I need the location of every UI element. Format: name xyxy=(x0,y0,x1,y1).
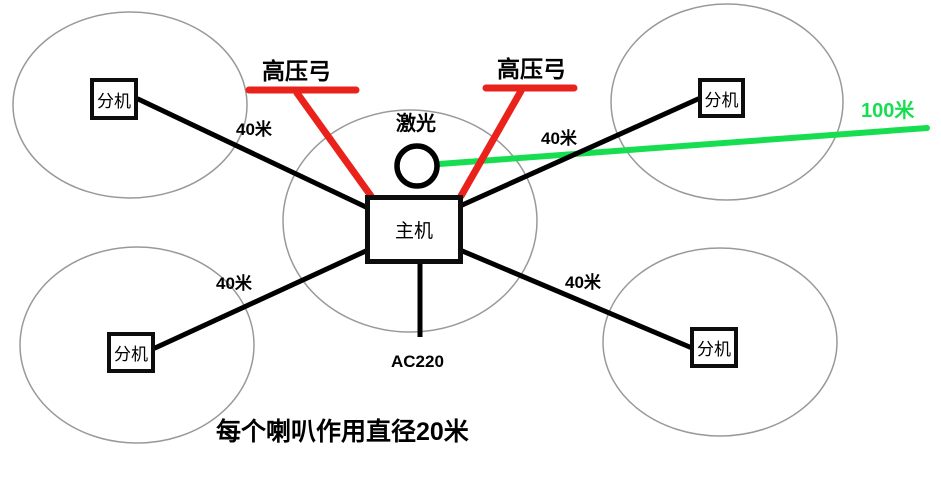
extension-box-bottom-left: 分机 xyxy=(107,332,155,373)
main-unit-box: 主机 xyxy=(365,195,463,264)
extension-label: 分机 xyxy=(97,91,131,111)
coverage-ellipse-bottom-right xyxy=(602,247,838,437)
main-unit-label: 主机 xyxy=(394,221,433,242)
coverage-ellipse-center xyxy=(282,109,538,333)
high-voltage-pointer-right xyxy=(457,87,525,200)
extension-box-bottom-right: 分机 xyxy=(690,327,738,368)
high-voltage-pointer-left xyxy=(293,89,375,200)
distance-label-bottom-right: 40米 xyxy=(565,273,601,292)
range-label-100m: 100米 xyxy=(861,100,915,122)
cable-top-left xyxy=(135,96,371,211)
extension-box-top-right: 分机 xyxy=(698,78,745,118)
cable-top-right xyxy=(457,96,701,209)
high-voltage-label-left: 高压弓 xyxy=(262,58,331,84)
caption-text: 每个喇叭作用直径20米 xyxy=(216,418,469,446)
extension-label: 分机 xyxy=(704,90,739,110)
distance-label-top-right: 40米 xyxy=(541,129,577,148)
coverage-ellipse-top-right xyxy=(610,3,844,201)
cable-bottom-left xyxy=(152,247,371,351)
coverage-ellipse-top-left xyxy=(12,11,248,199)
laser-range-line xyxy=(436,125,930,167)
extension-label: 分机 xyxy=(697,340,731,359)
extension-box-top-left: 分机 xyxy=(90,78,138,120)
ac-power-label: AC220 xyxy=(391,352,444,371)
high-voltage-label-right: 高压弓 xyxy=(497,56,566,82)
distance-label-bottom-left: 40米 xyxy=(216,274,252,293)
coverage-ellipse-bottom-left xyxy=(19,246,255,444)
extension-label: 分机 xyxy=(114,345,148,364)
laser-label: 激光 xyxy=(396,113,436,135)
cable-bottom-right xyxy=(457,247,695,351)
laser-circle-icon xyxy=(394,143,440,189)
distance-label-top-left: 40米 xyxy=(236,120,272,139)
